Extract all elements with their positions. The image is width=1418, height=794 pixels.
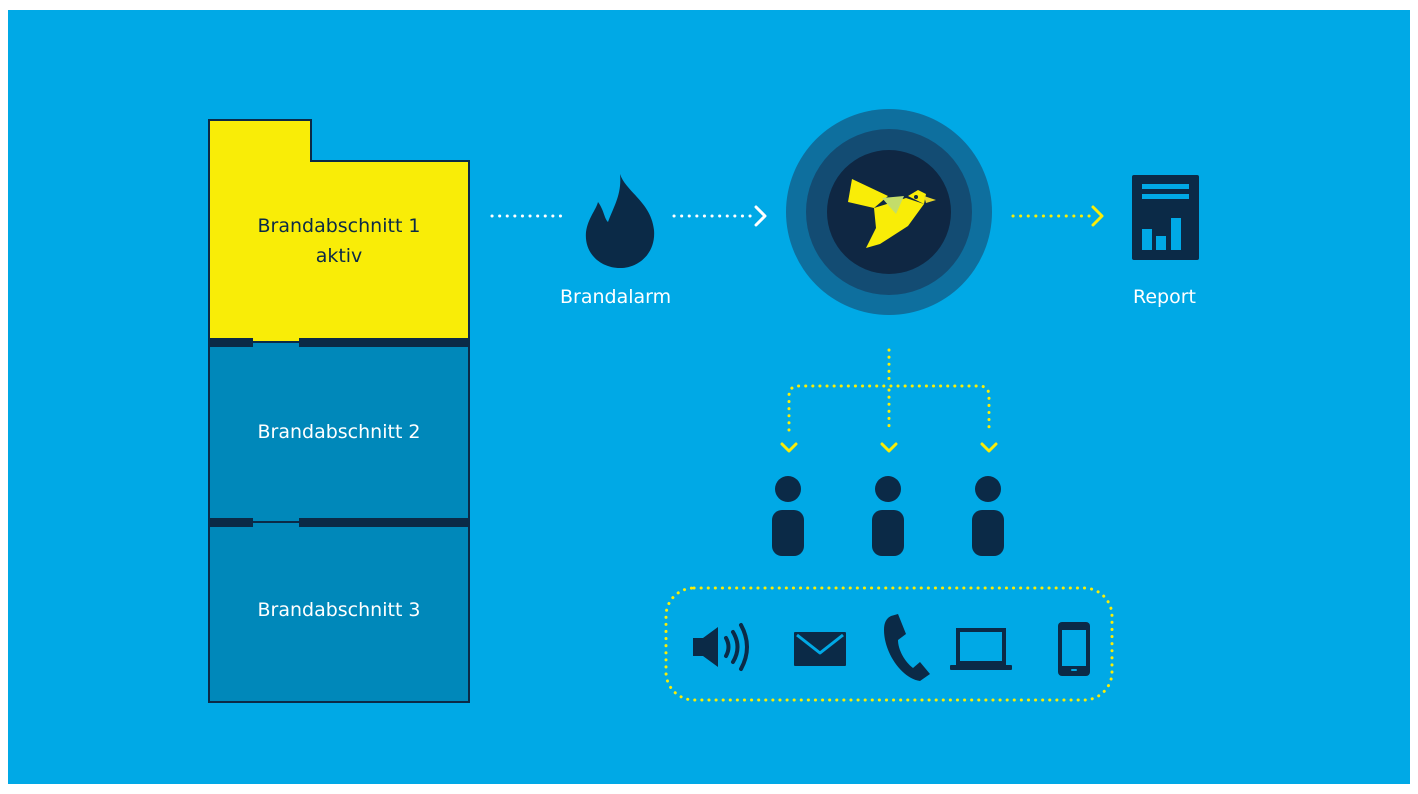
diagram-canvas [208, 109, 1199, 703]
person-icon [872, 476, 904, 556]
connector-hub-to-report [1011, 205, 1104, 227]
flame-icon [585, 174, 655, 268]
report-label: Report [1133, 286, 1196, 308]
bird-logo-icon [848, 179, 936, 248]
alarm-label: Brandalarm [560, 286, 672, 308]
diagram-panel: Brandabschnitt 1 aktiv Brandabschnitt 2 … [8, 10, 1410, 784]
envelope-icon [794, 632, 846, 666]
wall-2-3 [209, 518, 469, 527]
channels-box [664, 586, 1114, 702]
wall-1-2 [209, 338, 469, 347]
connector-alarm-to-hub [672, 205, 767, 227]
building [208, 119, 470, 703]
section-1-label: Brandabschnitt 1 aktiv [208, 211, 470, 271]
distribution-connectors [780, 348, 998, 453]
recipients [772, 476, 1004, 556]
person-icon [972, 476, 1004, 556]
section-3-name: Brandabschnitt 3 [257, 599, 421, 621]
smartphone-icon [1058, 622, 1090, 676]
section-3-label: Brandabschnitt 3 [208, 595, 470, 625]
section-2-label: Brandabschnitt 2 [208, 417, 470, 447]
laptop-icon [950, 628, 1012, 670]
section-1-name: Brandabschnitt 1 [257, 215, 421, 237]
speaker-icon [693, 623, 749, 671]
person-icon [772, 476, 804, 556]
section-1-status: aktiv [315, 245, 363, 267]
phone-icon [884, 614, 930, 681]
hub [786, 109, 992, 315]
section-2-area [208, 341, 470, 523]
report-document-icon [1132, 175, 1199, 260]
section-2-name: Brandabschnitt 2 [257, 421, 421, 443]
